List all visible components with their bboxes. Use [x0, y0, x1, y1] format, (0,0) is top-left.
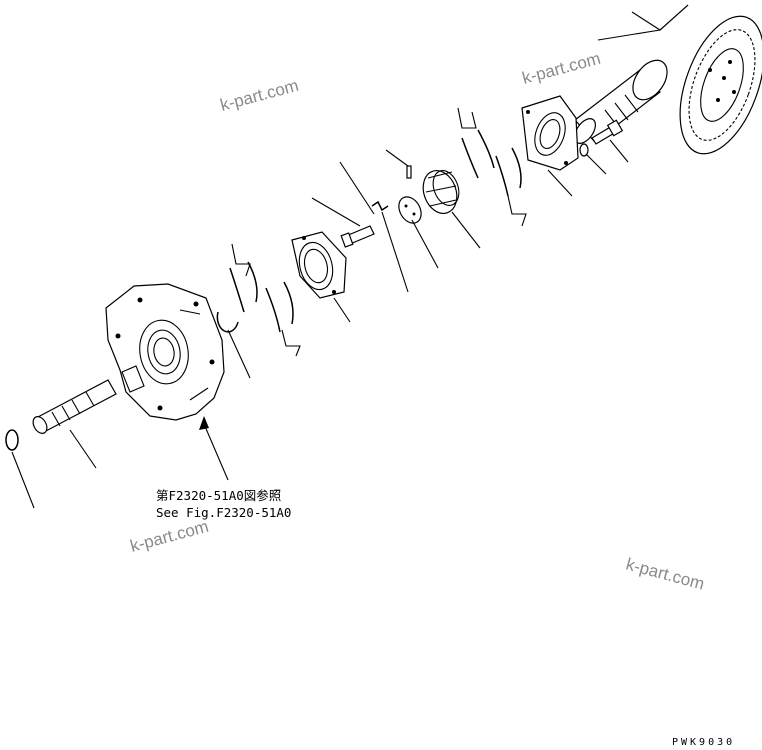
leader-bolt-middle: [339, 161, 375, 215]
watermark-top-left: k-part.com: [218, 76, 300, 115]
drawing-code: PWK9030: [672, 737, 735, 748]
leader-bearing-cone: [451, 211, 481, 249]
snap-ring: [216, 311, 239, 333]
shims-right-lower: [495, 147, 522, 197]
lock-plate: [398, 196, 422, 224]
leader-bolt-middle-2: [311, 197, 361, 227]
watermark-top-right: k-part.com: [520, 49, 602, 88]
leader-lock-clip: [381, 211, 409, 293]
leader-small-ring: [11, 451, 35, 509]
leader-small-pin: [385, 149, 409, 167]
leader-washer-top: [585, 153, 607, 175]
watermark-bottom-right: k-part.com: [624, 555, 706, 594]
pinion-shaft: [574, 59, 668, 144]
input-shaft: [32, 379, 117, 434]
reference-label-en: See Fig.F2320-51A0: [156, 505, 291, 520]
leader-shims-lower: [507, 195, 527, 227]
bearing-cone: [422, 170, 460, 214]
leader-cage-middle: [333, 297, 351, 323]
leader-gear-set: [631, 4, 689, 31]
small-ring: [5, 429, 19, 451]
shims-left-lower: [265, 281, 294, 333]
washer-top: [579, 143, 589, 157]
lock-clip: [371, 200, 389, 212]
reference-label-jp: 第F2320-51A0図参照: [156, 488, 281, 503]
shims-right-upper: [461, 129, 495, 179]
bearing-cage-middle: [291, 231, 347, 299]
leader-shims-left-lower: [281, 329, 301, 357]
bolt-top: [591, 119, 624, 145]
leader-gear-set-2: [597, 4, 689, 41]
leader-cage-right: [547, 169, 573, 197]
leader-shims-left-upper: [231, 243, 251, 277]
watermark-bottom-left: k-part.com: [128, 517, 210, 556]
shims-left-upper: [229, 261, 258, 313]
case-housing: [105, 283, 225, 421]
leader-snap-ring: [227, 329, 251, 379]
leader-input-shaft: [69, 429, 97, 469]
leader-shims-upper: [457, 107, 477, 129]
bevel-gear: [679, 15, 762, 155]
leader-lock-plate: [411, 219, 439, 269]
bolt-middle: [340, 225, 375, 248]
leader-bolt-top: [609, 139, 629, 163]
small-pin: [406, 165, 412, 179]
bearing-cage-right: [521, 95, 579, 171]
reference-arrow-head: [199, 416, 209, 430]
reference-arrow-line: [203, 423, 229, 481]
